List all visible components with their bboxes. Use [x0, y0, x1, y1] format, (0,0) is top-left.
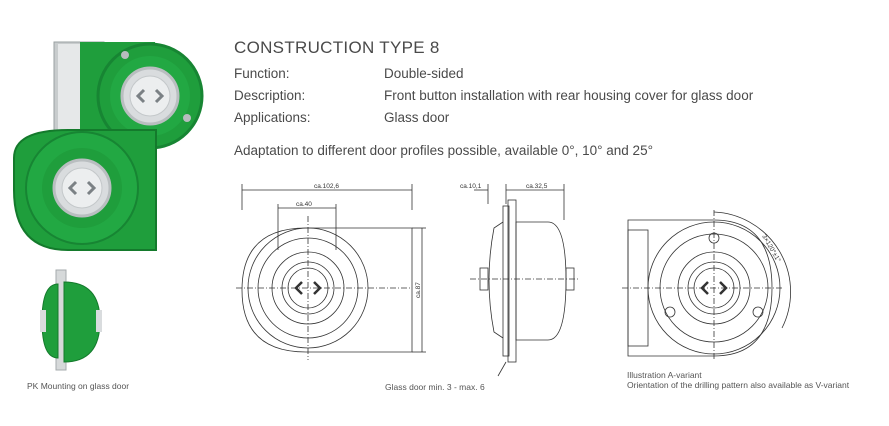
dim-angle: 3×120°±1°	[760, 233, 782, 264]
dim-height: ca.87	[415, 282, 422, 298]
page-title: CONSTRUCTION TYPE 8	[234, 38, 440, 57]
spec-label-description: Description:	[234, 88, 306, 103]
drawing-a-variant: 3×120°±1°	[622, 210, 791, 360]
dim-depth: ca.32,5	[526, 183, 548, 190]
dim-button: ca.40	[296, 201, 312, 208]
product-photo-side	[40, 269, 102, 371]
spec-value-applications: Glass door	[384, 110, 450, 125]
spec-label-applications: Applications:	[234, 110, 311, 125]
product-photo-front	[13, 129, 157, 251]
drawing-front-view: ca.102,6 ca.40 ca.87	[236, 183, 426, 360]
caption-glass-door: Glass door min. 3 - max. 6	[385, 382, 485, 392]
spec-value-function: Double-sided	[384, 66, 464, 81]
adaptation-note: Adaptation to different door profiles po…	[234, 143, 653, 158]
dim-offset: ca.10,1	[460, 183, 482, 190]
spec-value-description: Front button installation with rear hous…	[384, 88, 754, 103]
spec-label-function: Function:	[234, 66, 290, 81]
drawing-side-view: ca.10,1 ca.32,5	[460, 183, 580, 377]
caption-pk-mounting: PK Mounting on glass door	[27, 381, 130, 391]
caption-illustration-v: Orientation of the drilling pattern also…	[627, 380, 850, 390]
dim-width: ca.102,6	[314, 183, 339, 190]
caption-illustration-a: Illustration A-variant	[627, 370, 702, 380]
